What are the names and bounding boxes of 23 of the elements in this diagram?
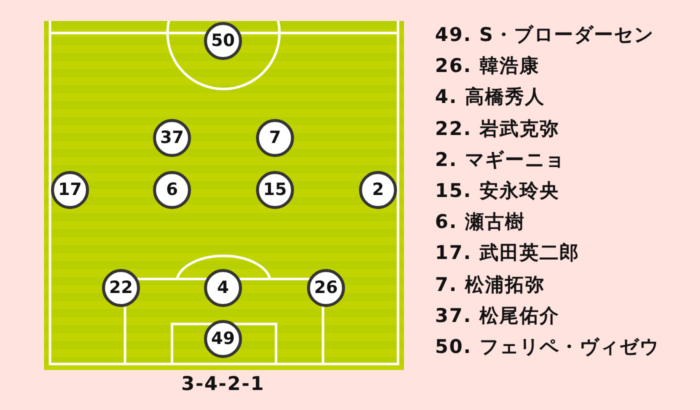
player-number: 22 bbox=[109, 280, 133, 296]
player-name: 26. 韓浩康 bbox=[435, 54, 540, 78]
player-number: 15 bbox=[263, 182, 287, 198]
player-number: 26 bbox=[314, 280, 338, 296]
player-name: 17. 武田英二郎 bbox=[435, 241, 580, 266]
formation-label: 3-4-2-1 bbox=[180, 372, 266, 396]
player-number: 6 bbox=[166, 182, 178, 198]
player-number: 2 bbox=[372, 182, 384, 198]
player-name: 4. 高橋秀人 bbox=[435, 85, 546, 110]
player-number: 17 bbox=[58, 182, 82, 198]
player-name: 15. 安永玲央 bbox=[435, 179, 560, 203]
player-name: 2. マギーニョ bbox=[435, 148, 566, 172]
player-number: 4 bbox=[217, 280, 229, 296]
player-name: 37. 松尾佑介 bbox=[435, 304, 560, 328]
player-number: 49 bbox=[211, 330, 235, 348]
player-name: 7. 松浦拓弥 bbox=[435, 272, 546, 297]
player-number: 7 bbox=[269, 130, 281, 146]
player-name: 6. 瀬古樹 bbox=[435, 210, 526, 234]
player-name: 50. フェリペ・ヴィゼウ bbox=[435, 335, 660, 359]
player-name: 49. S・ブローダーセン bbox=[435, 23, 654, 47]
player-number: 50 bbox=[211, 32, 235, 50]
player-number: 37 bbox=[160, 130, 184, 146]
player-name: 22. 岩武克弥 bbox=[435, 116, 560, 141]
